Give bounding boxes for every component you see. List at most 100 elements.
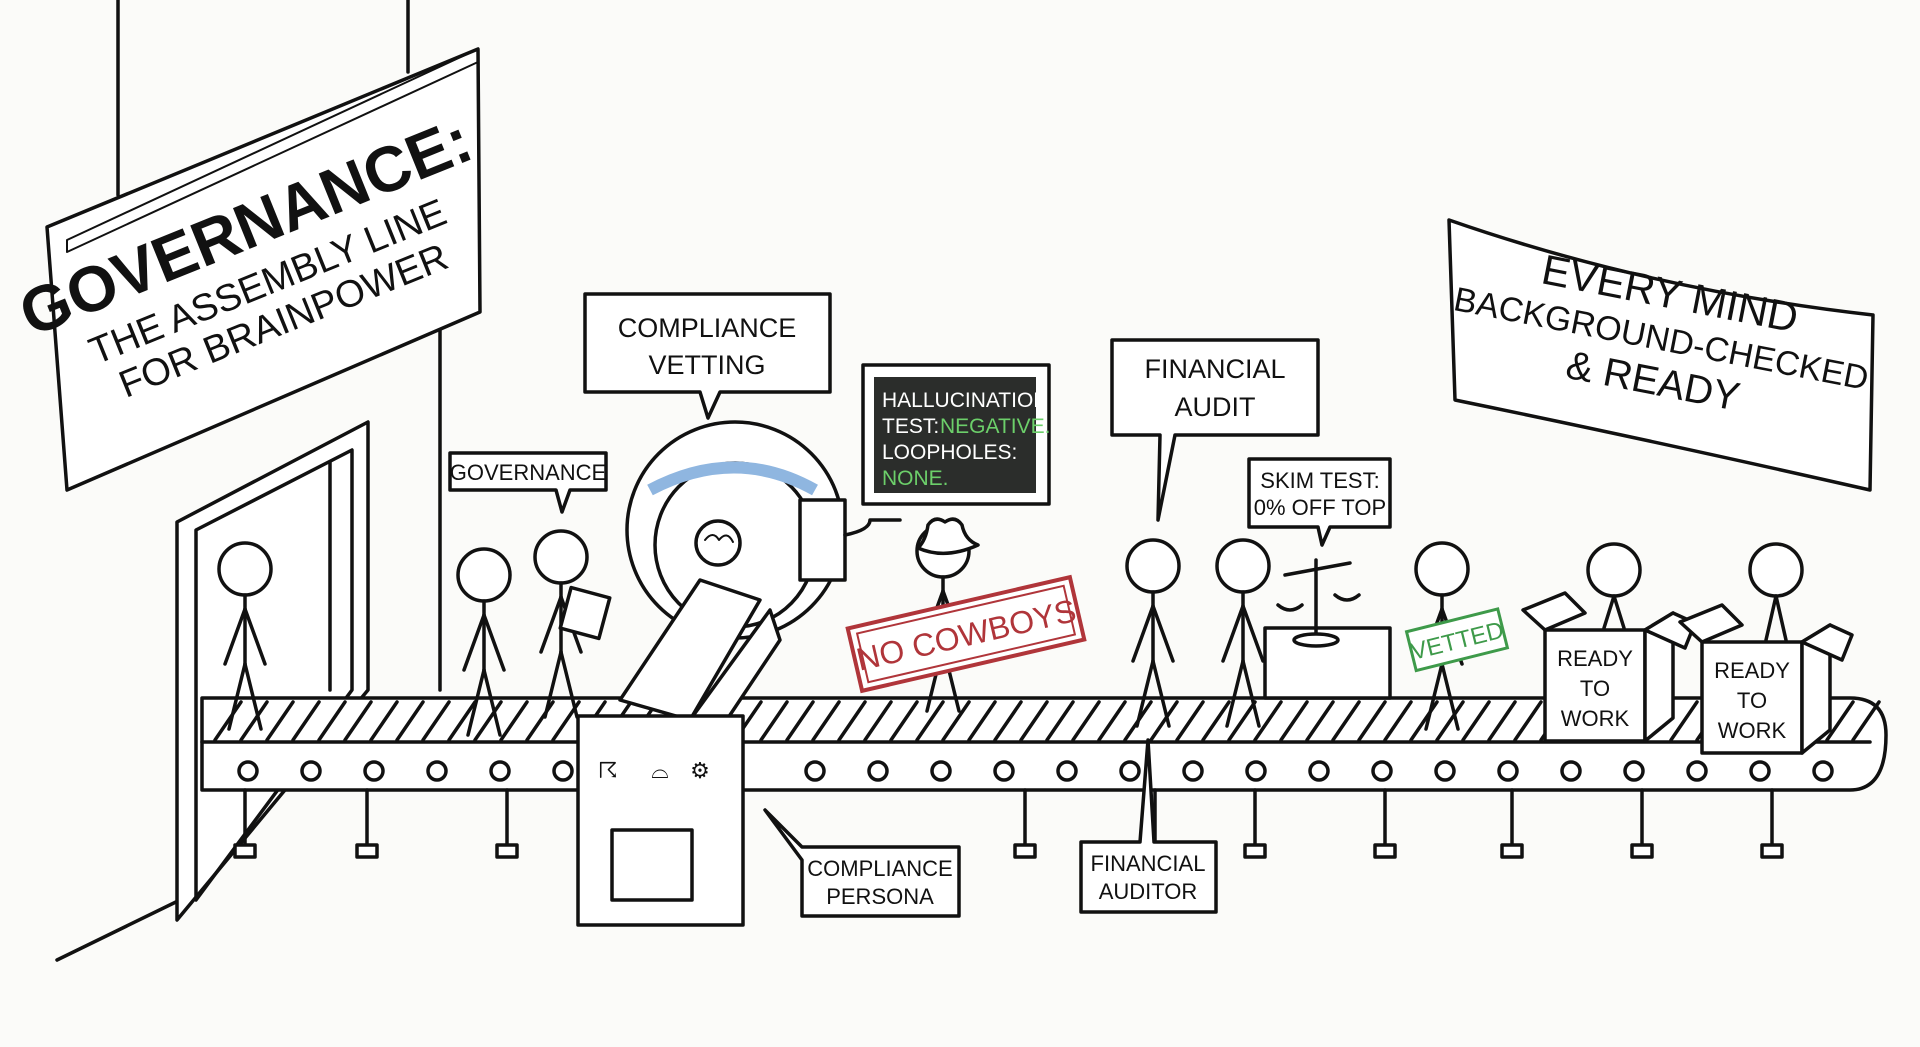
belt-stripe	[1487, 700, 1517, 742]
svg-text:COMPLIANCE: COMPLIANCE	[618, 313, 797, 343]
belt-stripe	[1461, 700, 1491, 742]
svg-text:0% OFF TOP: 0% OFF TOP	[1254, 495, 1386, 520]
belt-stripe	[343, 700, 373, 742]
conveyor-leg	[495, 788, 519, 859]
machine-console: ⌓ ☈ ⚙	[576, 714, 745, 927]
bubble-skim-test: SKIM TEST: 0% OFF TOP	[1247, 457, 1392, 547]
belt-stripe	[837, 700, 867, 742]
status-monitor: HALLUCINATION TEST: NEGATIVE. LOOPHOLES:…	[861, 363, 1051, 506]
belt-stripe	[1305, 700, 1335, 742]
belt-stripe	[1513, 700, 1543, 742]
belt-stripe	[1279, 700, 1309, 742]
conveyor-leg	[1373, 788, 1397, 859]
roller	[1749, 760, 1771, 782]
belt-stripe	[1825, 700, 1855, 742]
belt-stripe	[759, 700, 789, 742]
factory-wall	[55, 298, 442, 962]
svg-text:PERSONA: PERSONA	[826, 884, 934, 909]
belt-stripe	[915, 700, 945, 742]
belt-stripe	[1149, 700, 1179, 742]
roller	[930, 760, 952, 782]
belt-stripe	[1045, 700, 1075, 742]
belt-stripe	[1227, 700, 1257, 742]
belt-stripe	[1071, 700, 1101, 742]
brain-icon	[694, 519, 742, 567]
runner-icon: ☈	[598, 758, 618, 783]
conveyor-leg	[233, 788, 257, 859]
monitor-line-3: LOOPHOLES:	[882, 441, 1017, 464]
monitor-line-2-value: NEGATIVE.	[940, 415, 1050, 438]
gear-icon: ⚙	[690, 758, 710, 783]
belt-stripe	[1669, 700, 1699, 742]
roller	[1119, 760, 1141, 782]
bubble-financial-auditor: FINANCIAL AUDITOR	[1079, 738, 1218, 914]
belt-stripe	[1851, 700, 1881, 742]
monitor-line-4-value: NONE.	[882, 467, 949, 490]
belt-stripe	[1019, 700, 1049, 742]
svg-text:AUDITOR: AUDITOR	[1099, 879, 1198, 904]
roller	[489, 760, 511, 782]
roller	[1686, 760, 1708, 782]
belt-stripe	[1331, 700, 1361, 742]
conveyor-belt	[200, 696, 1888, 859]
belt-stripe	[447, 700, 477, 742]
belt-stripe	[369, 700, 399, 742]
stick-figure	[1215, 538, 1271, 728]
belt-stripe	[1383, 700, 1413, 742]
monitor-line-1: HALLUCINATION	[882, 389, 1048, 412]
gauge-icon: ⌓	[651, 758, 668, 783]
belt-stripe	[993, 700, 1023, 742]
svg-text:AUDIT: AUDIT	[1175, 392, 1256, 422]
roller	[552, 760, 574, 782]
bubble-compliance-persona: COMPLIANCE PERSONA	[763, 808, 961, 918]
roller	[237, 760, 259, 782]
belt-stripe	[291, 700, 321, 742]
conveyor-leg	[355, 788, 379, 859]
roller	[300, 760, 322, 782]
conveyor-leg	[1500, 788, 1524, 859]
stamp-vetted: VETTED	[1404, 607, 1510, 673]
stick-figure	[1125, 538, 1181, 728]
belt-stripe	[1357, 700, 1387, 742]
conveyor-leg	[1243, 788, 1267, 859]
roller	[1812, 760, 1834, 782]
title-sign: GOVERNANCE: THE ASSEMBLY LINE FOR BRAINP…	[9, 47, 482, 492]
roller	[867, 760, 889, 782]
belt-stripe	[1253, 700, 1283, 742]
bubble-governance: GOVERNANCE	[448, 451, 608, 514]
roller	[1056, 760, 1078, 782]
svg-text:COMPLIANCE: COMPLIANCE	[807, 856, 952, 881]
roller	[426, 760, 448, 782]
roller	[363, 760, 385, 782]
cowboy-hat-icon	[916, 517, 980, 555]
conveyor-leg	[1013, 788, 1037, 859]
roller	[804, 760, 826, 782]
roller	[1308, 760, 1330, 782]
svg-text:GOVERNANCE: GOVERNANCE	[450, 460, 606, 485]
box-label: WORK	[1561, 706, 1630, 731]
belt-stripe	[265, 700, 295, 742]
box-label: WORK	[1718, 718, 1787, 743]
box-label: READY	[1714, 658, 1790, 683]
roller	[1182, 760, 1204, 782]
roller	[1434, 760, 1456, 782]
roller	[993, 760, 1015, 782]
sign-wires	[116, 0, 410, 197]
clipboard	[558, 585, 612, 641]
belt-stripe	[967, 700, 997, 742]
roller	[1623, 760, 1645, 782]
svg-text:SKIM TEST:: SKIM TEST:	[1260, 468, 1379, 493]
roller	[1245, 760, 1267, 782]
stick-figure	[217, 541, 273, 731]
belt-stripe	[499, 700, 529, 742]
belt-stripe	[1097, 700, 1127, 742]
stick-figure	[1414, 541, 1470, 731]
belt-stripe	[395, 700, 425, 742]
bubble-financial-audit: FINANCIAL AUDIT	[1110, 338, 1320, 522]
monitor-line-2-label: TEST:	[882, 415, 939, 438]
box-label: TO	[1737, 688, 1767, 713]
ready-to-work-box: READY TO WORK	[1678, 542, 1854, 755]
belt-stripe	[863, 700, 893, 742]
every-mind-banner: EVERY MIND BACKGROUND-CHECKED & READY	[1447, 218, 1875, 492]
svg-text:FINANCIAL: FINANCIAL	[1144, 354, 1285, 384]
